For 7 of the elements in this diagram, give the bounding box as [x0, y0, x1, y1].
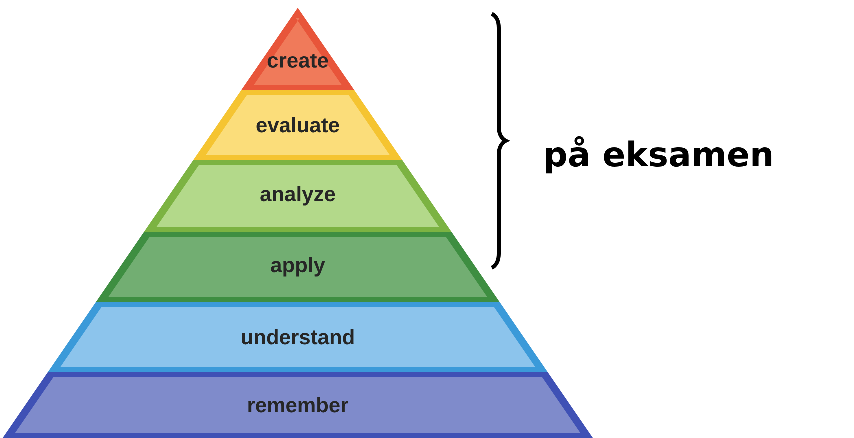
pyramid-band: apply — [96, 232, 500, 302]
label-text: på eksamen — [546, 136, 772, 174]
pyramid-band: analyze — [144, 160, 452, 232]
pyramid-band: create — [242, 8, 354, 90]
pyramid-band: evaluate — [194, 90, 402, 160]
pyramid-band: remember — [3, 372, 593, 438]
pyramid-band: understand — [48, 302, 548, 372]
